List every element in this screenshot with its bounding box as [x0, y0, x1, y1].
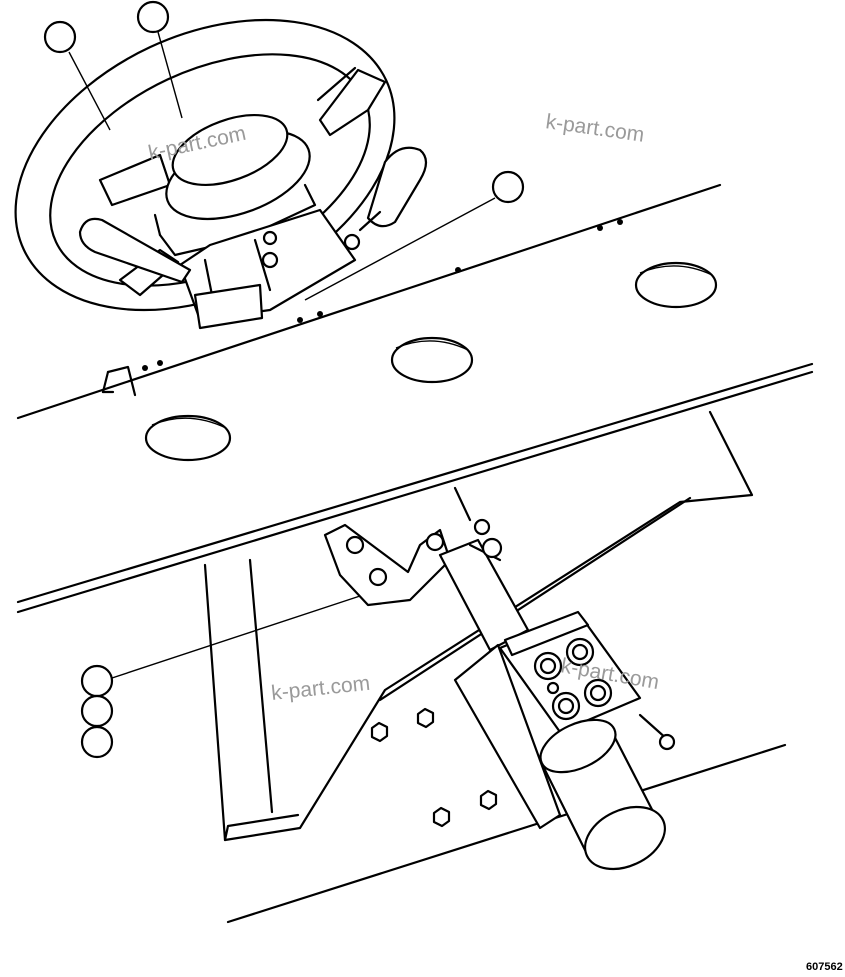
callout-5	[80, 694, 114, 728]
mounting-nuts	[370, 707, 498, 828]
steering-valve	[453, 610, 676, 871]
callout-6	[80, 725, 114, 759]
callout-1	[43, 20, 77, 54]
steering-column-lower	[438, 537, 530, 652]
upper-deck-panel	[16, 183, 814, 614]
callout-3	[491, 170, 525, 204]
figure-code: 607562	[806, 961, 843, 973]
panel-holes	[142, 219, 623, 371]
callout-2	[136, 0, 170, 34]
lower-support-structure	[203, 410, 787, 924]
watermark-2: k-part.com	[544, 110, 645, 147]
leader-lines	[68, 31, 496, 679]
callout-4	[80, 664, 114, 698]
steering-wheel	[14, 18, 428, 330]
watermark-3: k-part.com	[270, 672, 371, 705]
callout-balloons	[43, 0, 525, 759]
